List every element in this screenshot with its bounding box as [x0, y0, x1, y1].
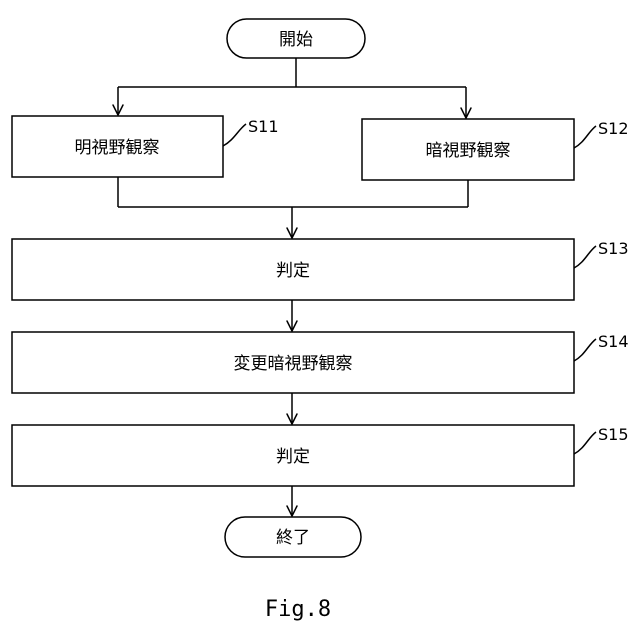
step-s13-number: S13	[598, 239, 629, 258]
step-s11-label: 明視野観察	[75, 138, 160, 158]
end-label: 終了	[276, 528, 310, 548]
step-s15-callout	[574, 432, 596, 454]
step-s12-label: 暗視野観察	[426, 141, 511, 161]
step-s12-callout	[574, 126, 596, 148]
step-s14-label: 変更暗視野観察	[234, 354, 353, 374]
step-s15-number: S15	[598, 425, 629, 444]
figure-caption: Fig.8	[265, 597, 331, 622]
step-s11-number: S11	[248, 117, 279, 136]
step-s14-number: S14	[598, 332, 629, 351]
start-label: 開始	[279, 30, 313, 50]
step-s15-label: 判定	[276, 447, 310, 467]
step-s11-callout	[223, 124, 246, 146]
step-s13-label: 判定	[276, 261, 310, 281]
step-s13-callout	[574, 246, 596, 268]
step-s14-callout	[574, 339, 596, 361]
step-s12-number: S12	[598, 119, 629, 138]
